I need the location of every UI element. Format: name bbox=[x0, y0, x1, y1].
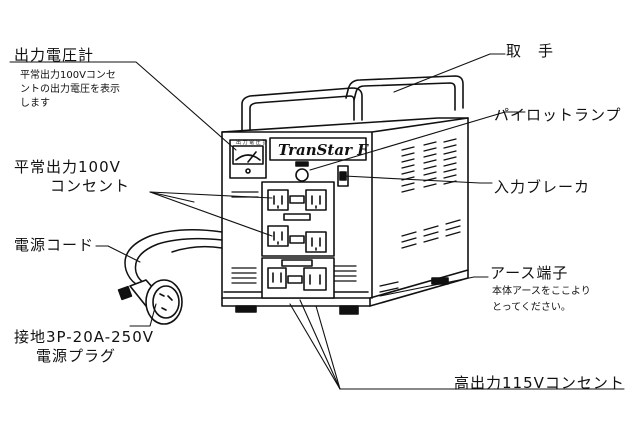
earth-desc-1: 本体アースをここより bbox=[492, 286, 591, 297]
output-meter-desc-2: ントの出力電圧を表示 bbox=[20, 84, 120, 95]
earth-terminal-label: アース端子 bbox=[490, 264, 569, 282]
earth-desc-2: とってください。 bbox=[492, 302, 571, 313]
brand-label: TranStar F bbox=[278, 141, 369, 159]
power-plug bbox=[117, 279, 183, 325]
pilot-lamp-label: パイロットランプ bbox=[494, 106, 622, 124]
outlet-panel bbox=[261, 181, 335, 257]
brand-plate bbox=[269, 137, 367, 161]
high-outlet-panel bbox=[261, 257, 335, 299]
output-meter-desc-1: 平常出力100Vコンセ bbox=[20, 70, 116, 81]
power-cord bbox=[124, 229, 223, 287]
side-vents bbox=[379, 138, 461, 293]
voltmeter bbox=[229, 139, 267, 179]
handle-bar bbox=[241, 75, 464, 133]
plug-label-1: 接地3P-20A-250V bbox=[14, 328, 154, 346]
output-meter-label: 出力電圧計 bbox=[14, 46, 95, 64]
front-vents bbox=[231, 191, 357, 284]
handle-label: 取 手 bbox=[506, 42, 555, 60]
leader-lines bbox=[9, 53, 625, 390]
input-breaker-label: 入力ブレーカ bbox=[494, 178, 591, 196]
normal-outlet-label-1: 平常出力100V bbox=[14, 158, 121, 176]
high-outlet-label: 高出力115Vコンセント bbox=[454, 374, 625, 392]
output-meter-desc-3: します bbox=[20, 98, 50, 109]
meter-caption: 出 力 電 圧 計 bbox=[236, 139, 267, 146]
pilot-lamp bbox=[295, 168, 309, 182]
normal-outlet-label-2: コンセント bbox=[50, 177, 131, 195]
power-cord-label: 電源コード bbox=[14, 236, 95, 254]
plug-label-2: 電源プラグ bbox=[36, 347, 117, 365]
